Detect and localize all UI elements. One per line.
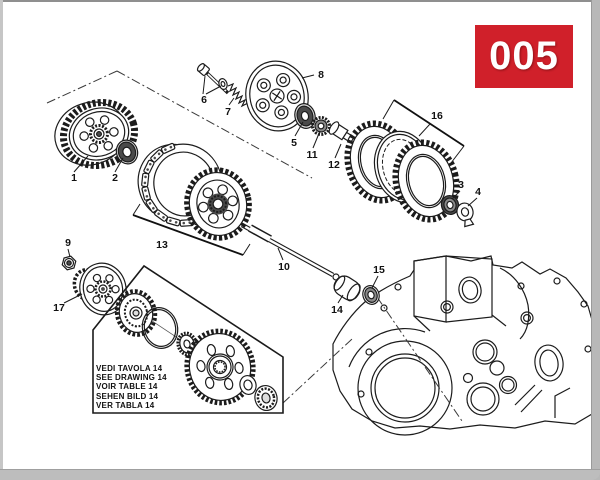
part-hub-nut [440, 194, 460, 216]
callout-1: 1 [71, 172, 77, 184]
callout-12: 12 [328, 159, 340, 171]
callout-5: 5 [291, 137, 297, 149]
part-push-rod [240, 222, 340, 281]
table-number-badge: 005 [475, 25, 573, 88]
page-edge-bottom [0, 469, 600, 480]
page-edge-left [0, 0, 3, 480]
locator-lines [282, 296, 463, 422]
note-line-fr: VOIR TABLE 14 [96, 382, 158, 392]
leader-lines [63, 74, 478, 304]
part-nut-9 [61, 255, 77, 271]
part-tab-washer [456, 202, 475, 228]
part-washer-5 [294, 103, 316, 129]
callout-3: 3 [458, 179, 464, 191]
callout-10: 10 [278, 261, 290, 273]
note-line-en: SEE DRAWING 14 [96, 373, 167, 383]
callout-16: 16 [431, 110, 443, 122]
part-clutch-hub-gear [184, 167, 252, 241]
callout-4: 4 [475, 186, 481, 198]
part-washer-2 [115, 139, 139, 165]
reference-note: VEDI TAVOLA 14 SEE DRAWING 14 VOIR TABLE… [96, 364, 226, 410]
callout-7: 7 [225, 106, 231, 118]
part-spring [227, 82, 249, 108]
callout-14: 14 [331, 304, 343, 316]
inset-box-border [92, 264, 284, 414]
callout-15: 15 [373, 264, 385, 276]
part-primary-gear [54, 98, 139, 170]
callout-6: 6 [201, 94, 207, 106]
part-spacer-bushing [333, 275, 361, 302]
part-washer-15 [362, 285, 380, 305]
part-shaft-end [328, 121, 354, 143]
inset-assembly [92, 264, 284, 414]
callout-9: 9 [65, 237, 71, 249]
table-number: 005 [489, 34, 559, 78]
note-line-it: VEDI TAVOLA 14 [96, 364, 163, 373]
page-edge-right [591, 0, 600, 480]
part-lock-nut [311, 116, 331, 136]
callout-11: 11 [306, 149, 317, 161]
part-disc-stack [344, 120, 460, 223]
callout-8: 8 [318, 69, 324, 81]
page-edge-top [0, 0, 600, 2]
note-line-de: SEHEN BILD 14 [96, 391, 159, 401]
callout-13: 13 [156, 239, 168, 251]
callout-17: 17 [53, 302, 65, 314]
crankcase-drawing [332, 255, 593, 436]
callout-labels: 1 2 3 4 5 6 7 8 9 10 11 12 13 14 15 16 1… [53, 69, 481, 316]
part-bolt [196, 63, 230, 95]
callout-2: 2 [112, 172, 118, 184]
part-pressure-plate [245, 60, 309, 132]
axis-lines [46, 70, 313, 179]
note-line-es: VER TABLA 14 [96, 400, 155, 410]
